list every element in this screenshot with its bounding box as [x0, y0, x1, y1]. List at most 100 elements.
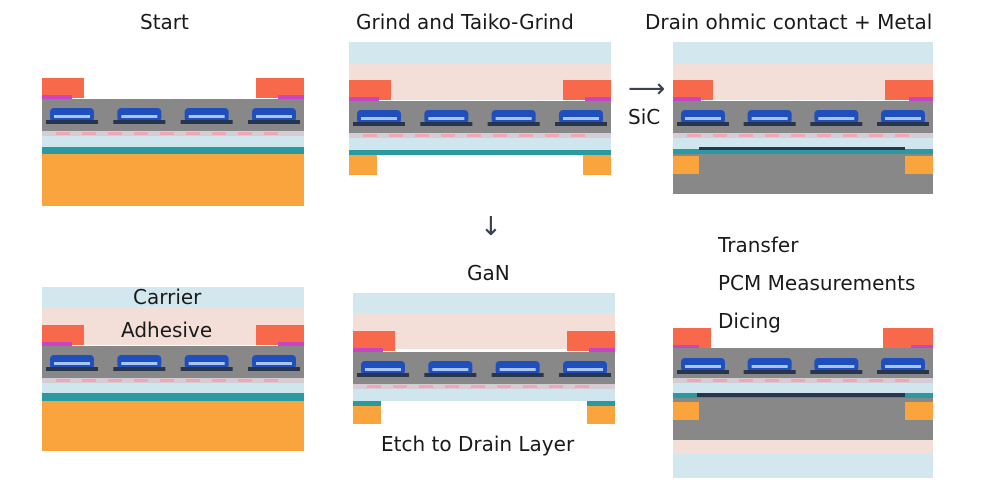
gate-base	[677, 370, 729, 374]
gate-base	[180, 367, 233, 371]
gate-base	[113, 120, 166, 124]
panel-carrier	[42, 287, 304, 451]
label-dicing: Dicing	[718, 309, 781, 333]
gate-base	[113, 367, 166, 371]
gate-base	[420, 122, 473, 126]
gate-base	[180, 120, 233, 124]
gate-highlight	[188, 362, 225, 365]
spacer-dash	[575, 385, 589, 388]
panel-start	[42, 78, 304, 206]
spacer-dash	[415, 134, 429, 137]
gate-base	[491, 373, 544, 377]
gate-highlight	[885, 365, 921, 368]
spacer-dash	[549, 385, 563, 388]
right-arrow-icon: ⟶	[628, 74, 666, 104]
gate-highlight	[563, 117, 599, 120]
spacer-dash	[791, 134, 805, 137]
down-arrow-icon: ↓	[480, 212, 502, 242]
spacer-dash	[765, 134, 779, 137]
spacer-dash	[212, 379, 226, 382]
gate-highlight	[751, 365, 788, 368]
spacer-dash	[160, 379, 174, 382]
spacer-dash	[134, 379, 148, 382]
gate-highlight	[818, 365, 855, 368]
gate-base	[877, 370, 929, 374]
panel-grind	[349, 42, 611, 175]
spacer-dash	[467, 134, 481, 137]
gate-highlight	[685, 117, 721, 120]
gate-base	[248, 367, 300, 371]
spacer-dash	[497, 385, 511, 388]
spacer-dash	[186, 132, 200, 135]
spacer-dash	[895, 379, 909, 382]
label-pcm: PCM Measurements	[718, 271, 916, 295]
spacer-dash	[393, 385, 407, 388]
spacer-dash	[134, 132, 148, 135]
label-etch: Etch to Drain Layer	[381, 432, 575, 456]
spacer-dash	[545, 134, 559, 137]
spacer-dash	[441, 134, 455, 137]
gate-base	[677, 122, 729, 126]
spacer-dash	[843, 134, 857, 137]
label-transfer: Transfer	[718, 233, 799, 257]
spacer-dash	[687, 134, 701, 137]
spacer-dash	[82, 132, 96, 135]
panel-transfer	[673, 328, 933, 478]
spacer-dash	[523, 385, 537, 388]
gate-base	[357, 373, 409, 377]
spacer-dash	[869, 379, 883, 382]
gate-base	[877, 122, 929, 126]
label-sic: SiC	[628, 105, 661, 129]
gate-highlight	[54, 115, 90, 118]
spacer-dash	[765, 379, 779, 382]
gate-base	[555, 122, 607, 126]
gate-highlight	[499, 368, 536, 371]
spacer-dash	[471, 385, 485, 388]
spacer-dash	[843, 379, 857, 382]
gate-highlight	[432, 368, 469, 371]
gate-highlight	[361, 117, 397, 120]
spacer-dash	[713, 379, 727, 382]
gate-highlight	[685, 365, 721, 368]
label-drain-ohmic: Drain ohmic contact + Metal	[645, 10, 933, 34]
label-carrier: Carrier	[133, 285, 202, 309]
spacer-dash	[56, 132, 70, 135]
gate-highlight	[54, 362, 90, 365]
gate-highlight	[256, 362, 292, 365]
spacer-dash	[791, 379, 805, 382]
spacer-dash	[56, 379, 70, 382]
label-start: Start	[140, 10, 189, 34]
gate-base	[743, 122, 796, 126]
gate-base	[810, 122, 863, 126]
spacer-dash	[108, 132, 122, 135]
gate-base	[487, 122, 540, 126]
spacer-dash	[212, 132, 226, 135]
panel-drain-ohmic	[673, 42, 933, 194]
gate-base	[353, 122, 405, 126]
spacer-dash	[713, 134, 727, 137]
spacer-dash	[739, 379, 753, 382]
spacer-dash	[519, 134, 533, 137]
panel-etch	[353, 293, 615, 424]
spacer-dash	[264, 379, 278, 382]
spacer-dash	[264, 132, 278, 135]
spacer-dash	[687, 379, 701, 382]
spacer-dash	[817, 379, 831, 382]
spacer-dash	[895, 134, 909, 137]
spacer-dash	[186, 379, 200, 382]
spacer-dash	[82, 379, 96, 382]
label-adhesive: Adhesive	[121, 318, 213, 342]
gate-base	[424, 373, 477, 377]
spacer-dash	[571, 134, 585, 137]
gate-highlight	[188, 115, 225, 118]
spacer-dash	[363, 134, 377, 137]
gate-highlight	[567, 368, 603, 371]
gate-highlight	[121, 362, 158, 365]
gate-highlight	[256, 115, 292, 118]
spacer-dash	[367, 385, 381, 388]
gate-highlight	[121, 115, 158, 118]
gate-base	[743, 370, 796, 374]
gate-base	[46, 120, 98, 124]
gate-highlight	[818, 117, 855, 120]
gate-highlight	[885, 117, 921, 120]
